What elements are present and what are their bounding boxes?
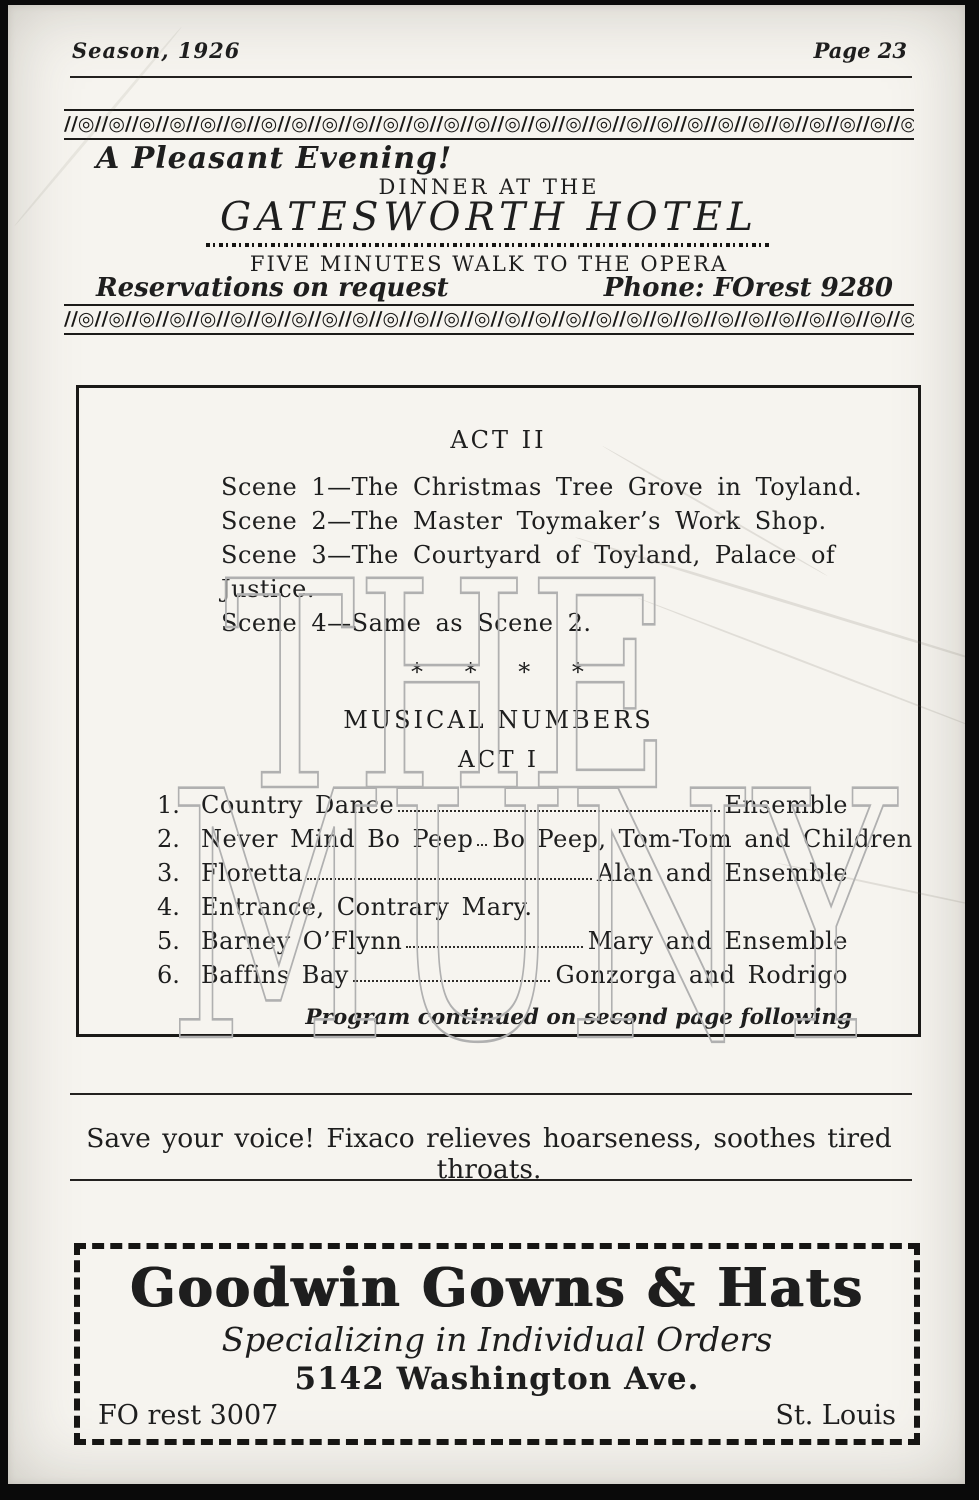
number-cell: 3. <box>157 859 180 887</box>
phone-number: Phone: FOrest 9280 <box>603 273 893 303</box>
dotted-leader <box>352 980 551 982</box>
dotted-leader <box>406 946 583 948</box>
hotel-tagline: A Pleasant Evening! <box>96 141 453 176</box>
goodwin-subtitle: Specializing in Individual Orders <box>221 1320 773 1359</box>
number-cell: 6. <box>157 961 180 989</box>
goodwin-name: Goodwin Gowns & Hats <box>130 1257 864 1319</box>
goodwin-address: 5142 Washington Ave. <box>294 1361 700 1397</box>
musical-number-row: 3. Floretta Alan and Ensemble <box>157 853 848 887</box>
dotted-leader <box>477 844 488 846</box>
stars-separator: * * * * <box>411 658 586 686</box>
season-label: Season, 1926 <box>72 38 241 63</box>
reservations-note: Reservations on request <box>96 273 449 303</box>
header-rule <box>70 76 912 78</box>
musical-number-row: 2. Never Mind Bo Peep Bo Peep, Tom-Tom a… <box>157 819 912 853</box>
continued-note: Program continued on second page followi… <box>305 1005 852 1030</box>
number-cell: 5. <box>157 927 180 955</box>
performers: Bo Peep, Tom-Tom and Children <box>492 825 913 853</box>
musical-number-row: 6. Baffins Bay Gonzorga and Rodrigo <box>157 955 848 989</box>
goodwin-phone: FO rest 3007 <box>98 1400 279 1431</box>
number-cell: 2. <box>157 825 180 853</box>
number-cell: 1. <box>157 791 180 819</box>
walk-line: FIVE MINUTES WALK TO THE OPERA <box>249 252 729 276</box>
fixaco-ad-text: Save your voice! Fixaco relieves hoarsen… <box>86 1123 892 1185</box>
page-header: Season, 1926 Page 23 <box>72 38 907 63</box>
dotted-leader <box>398 810 720 812</box>
fixaco-rule-top <box>70 1093 912 1095</box>
program-box: ACT II Scene 1—The Christmas Tree Grove … <box>76 385 921 1037</box>
song-title: Floretta <box>201 859 304 887</box>
scene-item: Scene 2—The Master Toymaker’s Work Shop. <box>221 507 827 535</box>
performers: Gonzorga and Rodrigo <box>555 961 848 989</box>
musical-numbers-list: 1. Country Dance Ensemble 2. Never Mind … <box>79 785 918 989</box>
scene-list: Scene 1—The Christmas Tree Grove in Toyl… <box>79 470 918 640</box>
reservations-row: Reservations on request Phone: FOrest 92… <box>96 273 893 303</box>
ornament-border-bottom: ∕∕◎∕∕◎∕∕◎∕∕◎∕∕◎∕∕◎∕∕◎∕∕◎∕∕◎∕∕◎∕∕◎∕∕◎∕∕◎∕… <box>64 304 914 335</box>
performers: Ensemble <box>724 791 848 819</box>
musical-number-row: 1. Country Dance Ensemble <box>157 785 848 819</box>
scene-item: Scene 3—The Courtyard of Toyland, Palace… <box>221 541 836 603</box>
song-title: Baffins Bay <box>201 961 349 989</box>
goodwin-ad: Goodwin Gowns & Hats Specializing in Ind… <box>74 1243 920 1445</box>
hotel-name: GATESWORTH HOTEL <box>220 195 758 240</box>
song-title: Entrance, Contrary Mary. <box>201 893 533 921</box>
dinner-kicker: DINNER AT THE <box>378 175 600 199</box>
performers: Mary and Ensemble <box>587 927 848 955</box>
act2-title: ACT II <box>450 426 547 454</box>
swirl-ornament: ∕∕◎∕∕◎∕∕◎∕∕◎∕∕◎∕∕◎∕∕◎∕∕◎∕∕◎∕∕◎∕∕◎∕∕◎∕∕◎∕… <box>64 308 914 330</box>
song-title: Never Mind Bo Peep <box>201 825 474 853</box>
number-cell: 4. <box>157 893 180 921</box>
musical-number-row: 5. Barney O’Flynn Mary and Ensemble <box>157 921 848 955</box>
swirl-ornament: ∕∕◎∕∕◎∕∕◎∕∕◎∕∕◎∕∕◎∕∕◎∕∕◎∕∕◎∕∕◎∕∕◎∕∕◎∕∕◎∕… <box>64 113 914 135</box>
musical-numbers-title: MUSICAL NUMBERS <box>343 706 654 734</box>
fixaco-rule-bottom <box>70 1179 912 1181</box>
song-title: Barney O’Flynn <box>201 927 403 955</box>
dotted-divider <box>206 243 772 247</box>
act1-title: ACT I <box>458 747 539 773</box>
performers: Alan and Ensemble <box>596 859 848 887</box>
dotted-leader <box>307 878 592 880</box>
paper: Season, 1926 Page 23 ∕∕◎∕∕◎∕∕◎∕∕◎∕∕◎∕∕◎∕… <box>8 5 965 1484</box>
goodwin-city: St. Louis <box>775 1400 896 1431</box>
page-number-label: Page 23 <box>813 38 907 63</box>
ornament-border-top: ∕∕◎∕∕◎∕∕◎∕∕◎∕∕◎∕∕◎∕∕◎∕∕◎∕∕◎∕∕◎∕∕◎∕∕◎∕∕◎∕… <box>64 109 914 140</box>
musical-number-row: 4. Entrance, Contrary Mary. <box>157 887 848 921</box>
scene-item: Scene 1—The Christmas Tree Grove in Toyl… <box>221 473 863 501</box>
song-title: Country Dance <box>201 791 395 819</box>
scene-item: Scene 4—Same as Scene 2. <box>221 609 592 637</box>
goodwin-bottom-row: FO rest 3007 St. Louis <box>98 1400 896 1431</box>
